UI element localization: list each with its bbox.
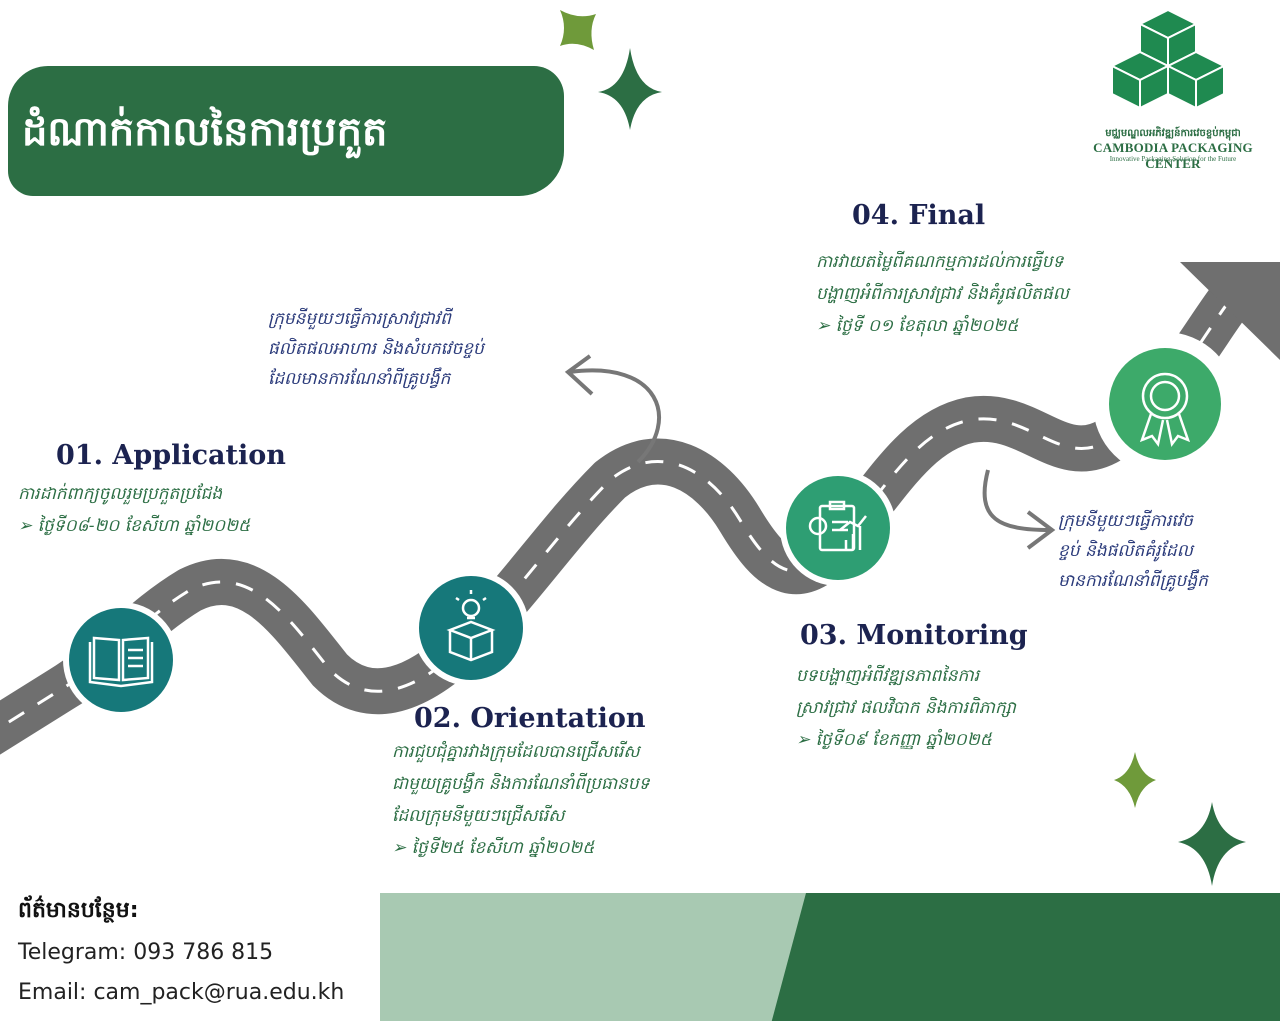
- step-1-date: ➢ ថ្ងៃទី០៨-២០ ខែសីហា ឆ្នាំ២០២៥: [18, 516, 251, 536]
- step-4-line: បង្ហាញអំពីការស្រាវជ្រាវ និងគំរូផលិតផល: [816, 284, 1069, 304]
- step-2-line: ជាមួយគ្រូបង្វឹក និងការណែនាំពីប្រធានបទ: [392, 774, 650, 794]
- decorative-stars: [560, 10, 1246, 886]
- note-line: មានការណែនាំពីគ្រូបង្វឹក: [1058, 571, 1208, 591]
- step-1-description: ការដាក់ពាក្យចូលរួមប្រកួតប្រជែង ➢ ថ្ងៃទី០…: [18, 478, 398, 542]
- footer-heading: ព័ត៌មានបន្ថែម:: [18, 898, 139, 923]
- step-2-date: ➢ ថ្ងៃទី២៥ ខែសីហា ឆ្នាំ២០២៥: [392, 838, 595, 858]
- footer-email: Email: cam_pack@rua.edu.kh: [18, 980, 345, 1005]
- step-3-description: បទបង្ហាញអំពីវឌ្ឍនភាពនៃការ ស្រាវជ្រាវ ផលវ…: [796, 660, 1136, 756]
- note-arrows: [564, 354, 1056, 550]
- cambodia-packaging-center-logo: [1109, 8, 1227, 110]
- footer-contact-panel: [0, 893, 380, 1021]
- star-icon: [1178, 802, 1246, 886]
- star-icon: [1114, 752, 1156, 808]
- step-2-line: ការជួបជុំគ្នារវាងក្រុមដែលបានជ្រើសរើស: [392, 742, 640, 762]
- road-arrow-head: [1180, 262, 1280, 360]
- note-line: ក្រុមនីមួយៗធ្វើការស្រាវជ្រាវពី: [268, 309, 451, 329]
- step-3-line: ស្រាវជ្រាវ ផលវិបាក និងការពិភាក្សា: [796, 698, 1016, 718]
- note-line: ផលិតផលអាហារ និងសំបកវេចខ្ចប់: [268, 339, 484, 359]
- note-line: ក្រុមនីមួយៗធ្វើការវេច: [1058, 511, 1193, 531]
- step-2-badge: [413, 570, 529, 686]
- chart-clipboard-icon: [808, 500, 867, 552]
- step-3-date: ➢ ថ្ងៃទី០៩ ខែកញ្ញា ឆ្នាំ២០២៥: [796, 730, 992, 750]
- step-2-description: ការជួបជុំគ្នារវាងក្រុមដែលបានជ្រើសរើស ជាម…: [392, 736, 792, 864]
- lightbulb-box-icon: [446, 590, 496, 662]
- open-book-icon: [88, 636, 154, 688]
- step-1-line: ការដាក់ពាក្យចូលរួមប្រកួតប្រជែង: [18, 484, 223, 504]
- road: [0, 262, 1280, 755]
- step-4-badge: [1093, 332, 1237, 476]
- title-banner: [8, 66, 564, 196]
- step-2-line: ដែលក្រុមនីមួយៗជ្រើសរើស: [392, 806, 565, 826]
- star-icon: [598, 48, 662, 130]
- footer-telegram: Telegram: 093 786 815: [18, 940, 274, 965]
- step-4-title: 04. Final: [852, 200, 986, 231]
- note-line: ដែលមានការណែនាំពីគ្រូបង្វឹក: [268, 369, 451, 389]
- note-research: ក្រុមនីមួយៗធ្វើការស្រាវជ្រាវពី ផលិតផលអាហ…: [268, 304, 568, 394]
- step-3-badge: [780, 470, 896, 586]
- logo-tagline: Innovative Packaging Solution for the Fu…: [1109, 155, 1237, 163]
- step-4-line: ការវាយតម្លៃពីគណកម្មការដល់ការធ្វើបទ: [816, 252, 1064, 272]
- star-icon: [560, 10, 596, 50]
- logo-name: CAMBODIA PACKAGING CENTER: [1093, 140, 1253, 171]
- page-title: ដំណាក់កាលនៃការប្រកួត: [22, 108, 388, 155]
- step-3-title: 03. Monitoring: [800, 620, 1028, 651]
- award-ribbon-icon: [1139, 372, 1191, 447]
- note-line: ខ្ចប់ និងផលិតគំរូដែល: [1058, 541, 1193, 561]
- step-4-description: ការវាយតម្លៃពីគណកម្មការដល់ការធ្វើបទ បង្ហា…: [816, 246, 1186, 342]
- footer-light-band: [378, 893, 806, 1021]
- step-1-badge: [63, 602, 179, 718]
- step-2-title: 02. Orientation: [414, 703, 646, 734]
- step-1-title: 01. Application: [56, 440, 286, 471]
- step-3-line: បទបង្ហាញអំពីវឌ្ឍនភាពនៃការ: [796, 666, 980, 686]
- step-4-date: ➢ ថ្ងៃទី ០១ ខែតុលា ឆ្នាំ២០២៥: [816, 316, 1019, 336]
- logo-khmer-name: មជ្ឈមណ្ឌលអភិវឌ្ឍន៍ការវេចខ្ចប់កម្ពុជា: [1105, 128, 1241, 139]
- note-prototype: ក្រុមនីមួយៗធ្វើការវេច ខ្ចប់ និងផលិតគំរូដ…: [1058, 506, 1278, 596]
